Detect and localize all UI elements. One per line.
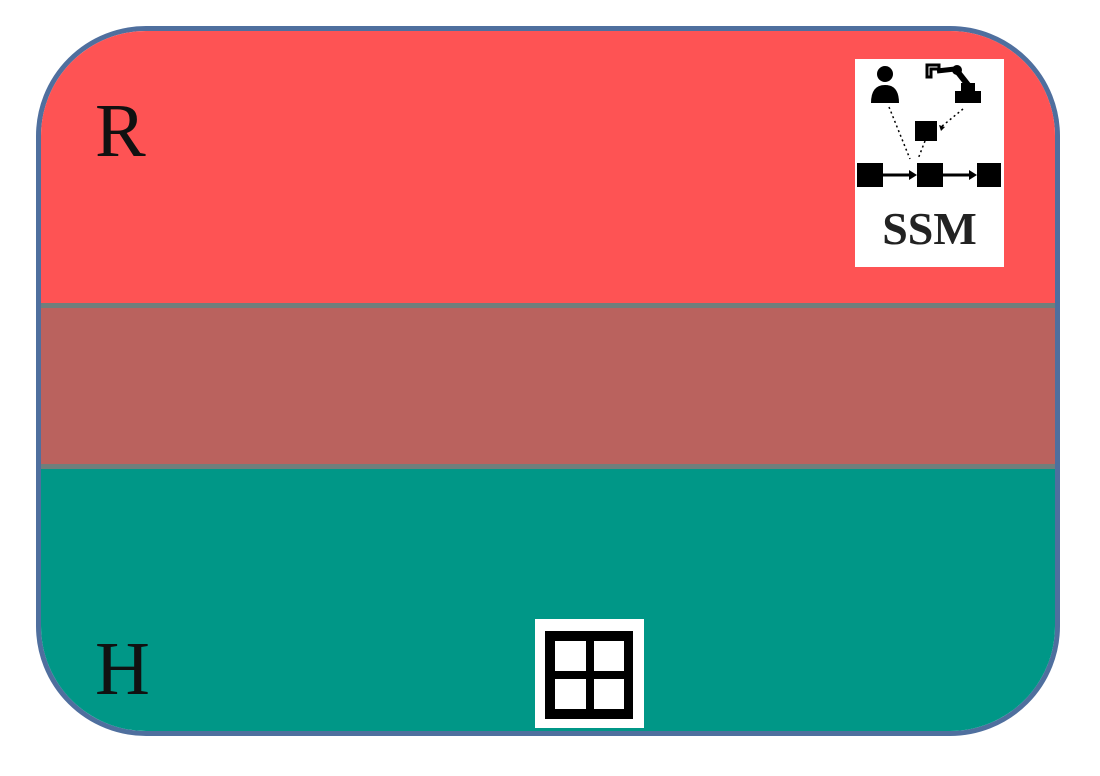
dotted-link <box>940 108 964 128</box>
person-icon <box>871 66 899 103</box>
ssm-label: SSM <box>882 203 977 254</box>
human-zone-label: H <box>95 627 150 711</box>
ssm-diagram-icon <box>857 63 1001 187</box>
shared-zone <box>41 303 1055 469</box>
grid-badge <box>535 619 644 728</box>
node-icon <box>915 121 937 141</box>
robot-arm-icon <box>925 63 981 103</box>
robot-zone-label: R <box>95 89 146 173</box>
flow-chain-icon <box>857 163 1001 187</box>
dotted-link <box>888 106 911 160</box>
ssm-badge: SSM <box>855 59 1004 267</box>
four-square-grid-icon <box>545 631 633 719</box>
workspace-frame: R H <box>36 26 1060 736</box>
